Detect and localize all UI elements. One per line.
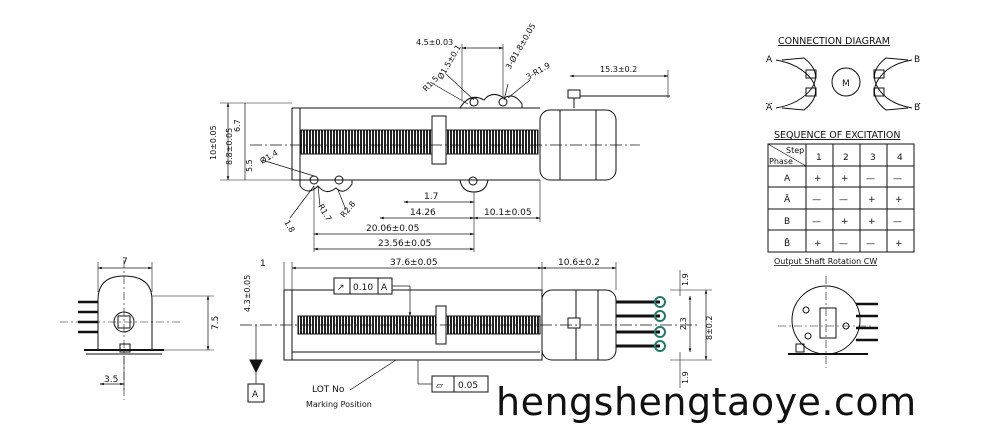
dim-2-3: 2.3 (679, 317, 688, 330)
phase-b-bar: B̄ (784, 237, 790, 249)
conn-label-b: B (914, 55, 920, 65)
excitation-table: SEQUENCE OF EXCITATION Step Phase 1 2 3 … (767, 130, 915, 266)
cell-bbar-1: + (814, 239, 822, 249)
dim-4-3: 4.3±0.05 (243, 275, 252, 312)
motor-label: M (842, 79, 850, 89)
lot-label: LOT No (312, 385, 345, 395)
slider-nut (431, 115, 447, 165)
dim-phi-1-4: Ø1.4 (258, 148, 279, 166)
tol-datum: A (381, 283, 388, 293)
cell-b-1: — (812, 217, 821, 227)
front-view (240, 262, 712, 403)
phase-b: B (784, 217, 790, 227)
step-1: 1 (816, 153, 822, 163)
step-3: 3 (870, 153, 876, 163)
dim-5-5: 5.5 (245, 159, 254, 172)
cell-b-2: + (841, 217, 849, 227)
dim-1-9-bot: 1.9 (681, 371, 690, 384)
side-view-labels: 7 7.5 3.5 (104, 257, 221, 385)
conn-label-b-bar: B (914, 103, 920, 113)
marking-position-label: Marking Position (306, 400, 372, 409)
cell-abar-1: — (812, 195, 821, 205)
tol-symbol: ↗ (337, 283, 345, 293)
shaft-view (778, 276, 878, 368)
dim-8-8: 8.8±0.05 (225, 128, 234, 165)
conn-label-a-bar: A (766, 103, 773, 113)
cell-bbar-4: + (895, 239, 903, 249)
dim-1-8: 1.8 (282, 219, 296, 235)
top-view (220, 44, 670, 252)
cell-a-2: + (841, 174, 849, 184)
rotation-note: Output Shaft Rotation CW (774, 257, 877, 266)
phase-a: A (784, 174, 791, 184)
cell-b-3: + (868, 217, 876, 227)
dim-10: 10±0.05 (209, 125, 218, 160)
connection-diagram-title: CONNECTION DIAGRAM (778, 36, 890, 47)
dim-8: 8±0.2 (705, 315, 714, 340)
corner-step: Step (786, 146, 804, 155)
dim-1: 1 (260, 259, 266, 269)
dim-6-7: 6.7 (233, 119, 242, 132)
cell-b-4: — (893, 217, 902, 227)
dim-23-56: 23.56±0.05 (378, 239, 431, 249)
tol-value: 0.10 (353, 283, 373, 293)
dim-15-3: 15.3±0.2 (600, 65, 637, 74)
step-2: 2 (843, 153, 849, 163)
corner-phase: Phase (769, 157, 793, 166)
dim-1-9-top: 1.9 (681, 273, 690, 286)
dim-3-phi: 3-Ø1.8±0.05 (503, 21, 537, 71)
lead-screw (299, 129, 539, 155)
flat-value: 0.05 (458, 381, 478, 391)
dim-14-26: 14.26 (410, 208, 436, 218)
dim-10-1: 10.1±0.05 (484, 208, 532, 218)
dim-7-5: 7.5 (211, 316, 221, 330)
cell-bbar-2: — (839, 239, 848, 249)
connector-pins (616, 296, 666, 352)
front-view-labels: 1 37.6±0.05 10.6±0.2 4.3±0.05 1.9 1.9 2.… (243, 258, 714, 409)
cell-a-4: — (893, 174, 902, 184)
dim-3-5: 3.5 (104, 375, 118, 385)
cell-bbar-3: — (866, 239, 875, 249)
dim-r17: R1.7 (316, 203, 333, 223)
cell-abar-3: + (868, 195, 876, 205)
cell-a-1: + (814, 174, 822, 184)
dim-4-5: 4.5±0.03 (416, 38, 453, 47)
cell-abar-4: + (895, 195, 903, 205)
cell-abar-2: — (839, 195, 848, 205)
datum-a: A (252, 390, 259, 400)
cell-a-3: — (866, 174, 875, 184)
dim-20-06: 20.06±0.05 (366, 224, 419, 234)
dim-1-7: 1.7 (424, 192, 438, 202)
phase-a-bar: Ā (784, 194, 791, 205)
dim-r28: R2.8 (339, 199, 358, 219)
side-view (60, 260, 214, 400)
flat-symbol: ▱ (436, 381, 443, 391)
dim-3-r19: 3-R1.9 (525, 61, 552, 82)
dim-37-6: 37.6±0.05 (390, 258, 438, 268)
conn-label-a: A (766, 55, 773, 65)
connection-diagram: CONNECTION DIAGRAM A A B B M (766, 36, 920, 113)
step-4: 4 (897, 153, 903, 163)
watermark: hengshengtaoye.com (496, 380, 917, 424)
dim-phi-1-5: Ø1.5±0.1 (435, 43, 463, 81)
dim-7: 7 (122, 257, 128, 267)
dim-10-6: 10.6±0.2 (558, 258, 600, 268)
excitation-title: SEQUENCE OF EXCITATION (774, 130, 900, 141)
